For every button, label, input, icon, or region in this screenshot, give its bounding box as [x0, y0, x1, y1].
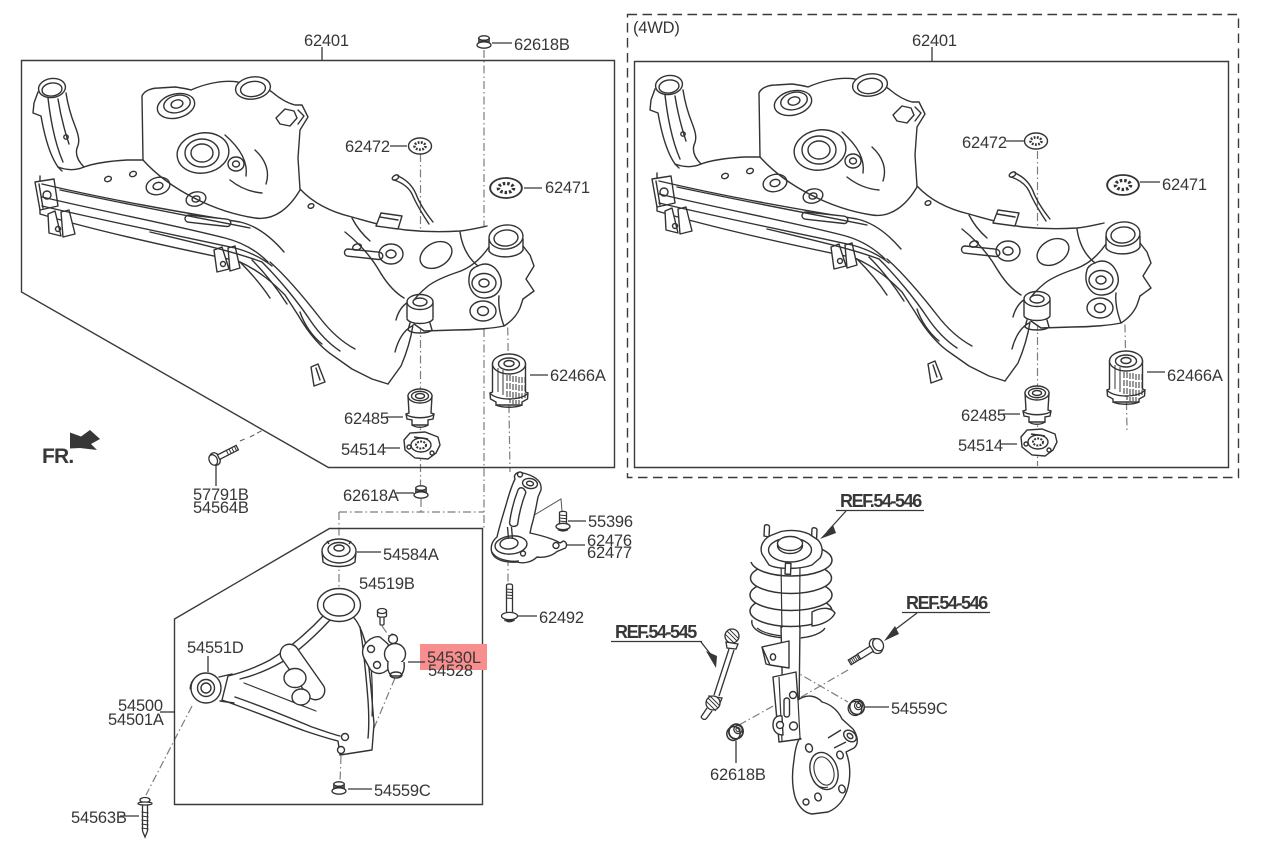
svg-text:62472: 62472	[962, 134, 1007, 152]
svg-text:(4WD): (4WD)	[633, 19, 680, 37]
svg-text:54519B: 54519B	[359, 575, 415, 593]
svg-text:62466A: 62466A	[1167, 367, 1223, 385]
svg-text:62471: 62471	[545, 179, 590, 197]
svg-text:62476: 62476	[587, 532, 632, 550]
svg-text:54559C: 54559C	[374, 782, 431, 800]
svg-text:54584A: 54584A	[383, 546, 439, 564]
svg-text:62471: 62471	[1162, 176, 1207, 194]
svg-text:62477: 62477	[587, 544, 632, 562]
svg-text:REF.54-545: REF.54-545	[615, 622, 697, 642]
svg-text:54500: 54500	[118, 697, 163, 715]
svg-text:62618B: 62618B	[710, 766, 766, 784]
svg-text:62618A: 62618A	[343, 487, 399, 505]
svg-text:54564B: 54564B	[193, 499, 249, 517]
svg-text:55396: 55396	[588, 513, 633, 531]
svg-text:REF.54-546: REF.54-546	[906, 593, 988, 613]
svg-text:62466A: 62466A	[550, 367, 606, 385]
svg-text:62401: 62401	[304, 32, 349, 50]
svg-text:54501A: 54501A	[108, 711, 164, 729]
svg-text:54559C: 54559C	[891, 700, 948, 718]
svg-text:62485: 62485	[344, 410, 389, 428]
svg-text:FR.: FR.	[42, 445, 74, 468]
svg-text:54551D: 54551D	[187, 639, 244, 657]
svg-text:62618B: 62618B	[514, 36, 570, 54]
svg-text:54514: 54514	[958, 437, 1003, 455]
svg-text:62492: 62492	[539, 609, 584, 627]
svg-text:57791B: 57791B	[193, 486, 249, 504]
svg-text:54563B: 54563B	[71, 809, 127, 827]
svg-text:54530L: 54530L	[427, 649, 481, 667]
svg-text:62485: 62485	[961, 407, 1006, 425]
svg-text:REF.54-546: REF.54-546	[840, 491, 922, 511]
svg-text:54514: 54514	[341, 441, 386, 459]
svg-text:62472: 62472	[345, 138, 390, 156]
svg-text:62401: 62401	[912, 32, 957, 50]
svg-text:54528: 54528	[428, 662, 473, 680]
